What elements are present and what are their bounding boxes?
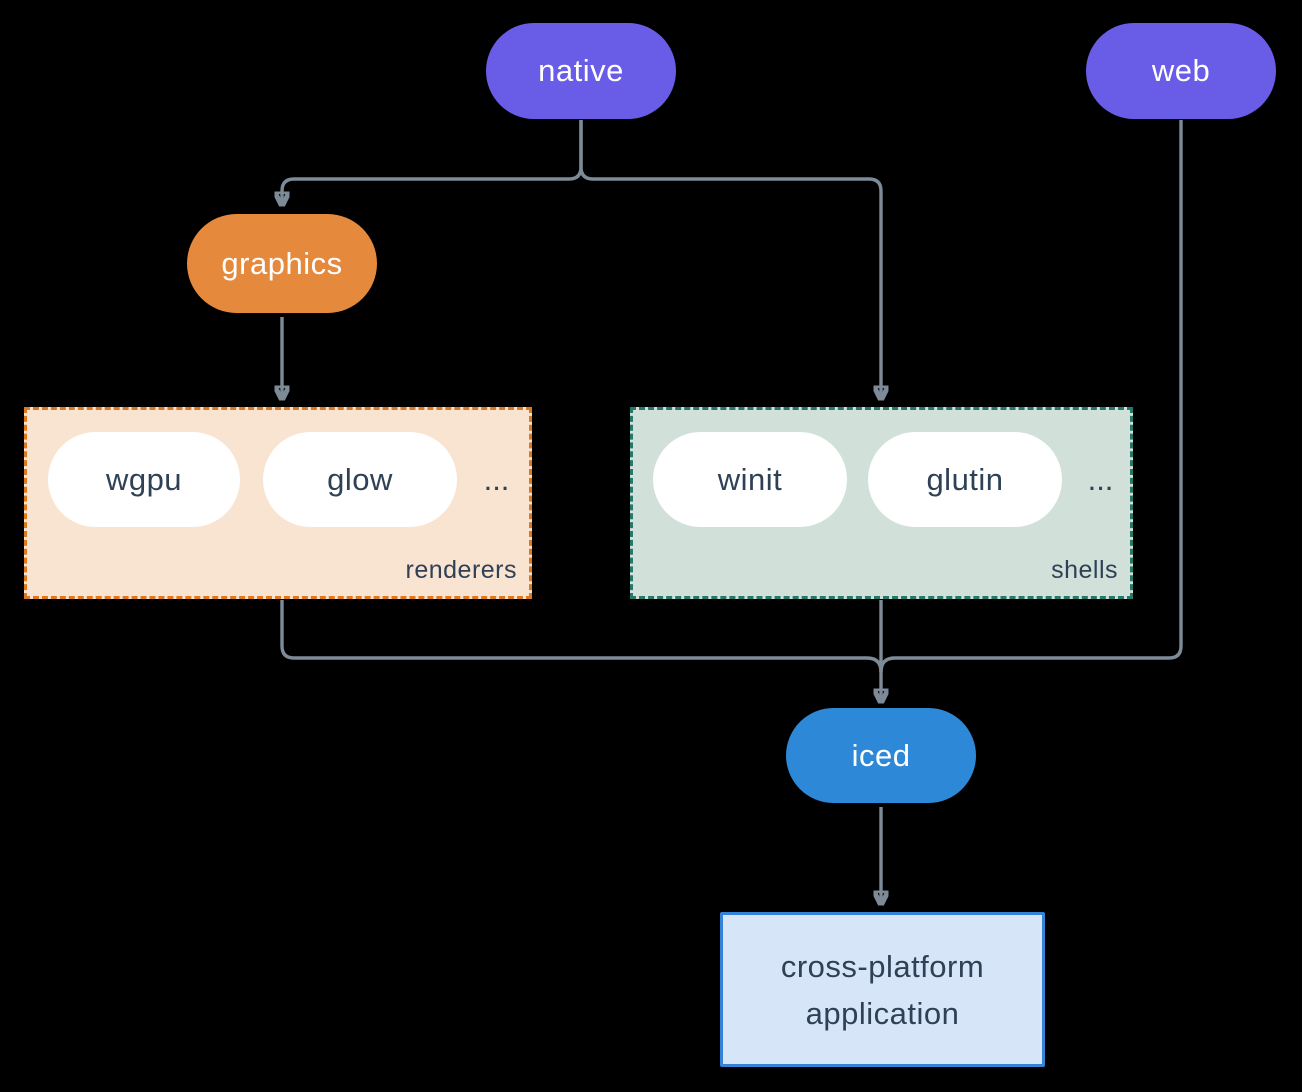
edge-native-to-shells [579,120,881,396]
node-wgpu: wgpu [48,432,240,527]
node-glutin: glutin [868,432,1062,527]
node-glow: glow [263,432,457,527]
node-cross-platform-application: cross-platform application [720,912,1045,1067]
node-web-label: web [1151,53,1211,88]
edge-native-to-graphics [282,120,583,202]
node-iced: iced [786,708,976,803]
node-web: web [1086,23,1276,119]
node-winit-label: winit [717,461,783,497]
group-renderers: wgpu glow ... renderers [24,407,532,599]
node-native-label: native [538,53,624,88]
node-graphics: graphics [187,214,377,313]
renderers-group-label: renderers [405,556,517,584]
renderers-ellipsis: ... [483,461,510,497]
node-graphics-label: graphics [221,245,343,281]
group-shells: winit glutin ... shells [630,407,1133,599]
node-native: native [486,23,676,119]
node-glutin-label: glutin [926,461,1004,497]
shells-group-label: shells [1051,556,1118,584]
shells-ellipsis: ... [1087,461,1114,497]
node-wgpu-label: wgpu [105,461,183,497]
edge-renderers-to-junction [280,600,883,673]
node-app-label: cross-platform application [780,948,985,1031]
node-glow-label: glow [327,461,393,497]
node-iced-label: iced [851,737,911,773]
node-winit: winit [653,432,847,527]
